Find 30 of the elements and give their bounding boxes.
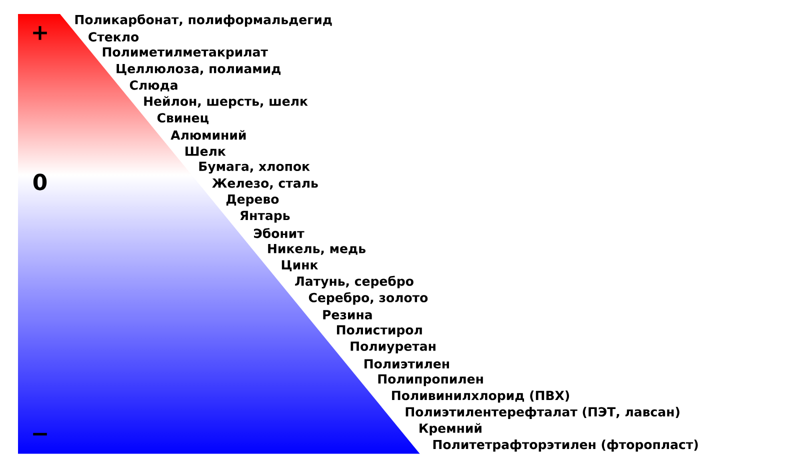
material-label: Серебро, золото — [308, 292, 428, 305]
material-label: Целлюлоза, полиамид — [116, 64, 281, 76]
material-label: Стекло — [88, 32, 139, 42]
material-label: Шелк — [186, 146, 226, 156]
material-label: Латунь, серебро — [295, 276, 414, 288]
material-label: Полипропилен — [378, 374, 483, 386]
material-label: Политетрафторэтилен (фторопласт) — [433, 440, 698, 452]
charge-sign: + — [33, 26, 47, 40]
material-label: Кремний — [420, 423, 482, 436]
material-label: Полиэтилентерефталат (ПЭТ, лавсан) — [406, 406, 680, 419]
material-label: Бумага, хлопок — [199, 162, 310, 174]
charge-sign: 0 — [33, 174, 47, 190]
material-label: Цинк — [282, 260, 318, 272]
material-label: Резина — [323, 310, 372, 320]
material-label: Полиметилметакрилат — [102, 47, 268, 60]
material-label: Никель, медь — [268, 244, 366, 255]
material-label: Поливинилхлорид (ПВХ) — [392, 390, 570, 403]
material-label: Янтарь — [240, 210, 290, 223]
material-label: Эбонит — [254, 228, 304, 238]
material-label: Полиэтилен — [364, 359, 449, 368]
charge-sign: − — [33, 432, 47, 436]
material-label: Железо, сталь — [212, 178, 318, 190]
material-label: Свинец — [157, 113, 208, 124]
material-label: Поликарбонат, полиформальдегид — [75, 14, 332, 27]
material-label: Полиуретан — [350, 342, 436, 354]
material-label: Алюминий — [170, 130, 246, 140]
material-label: Нейлон, шерсть, шелк — [144, 96, 308, 108]
material-label: Полистирол — [336, 325, 422, 338]
material-label: Дерево — [226, 194, 279, 206]
material-label: Слюда — [130, 80, 178, 92]
